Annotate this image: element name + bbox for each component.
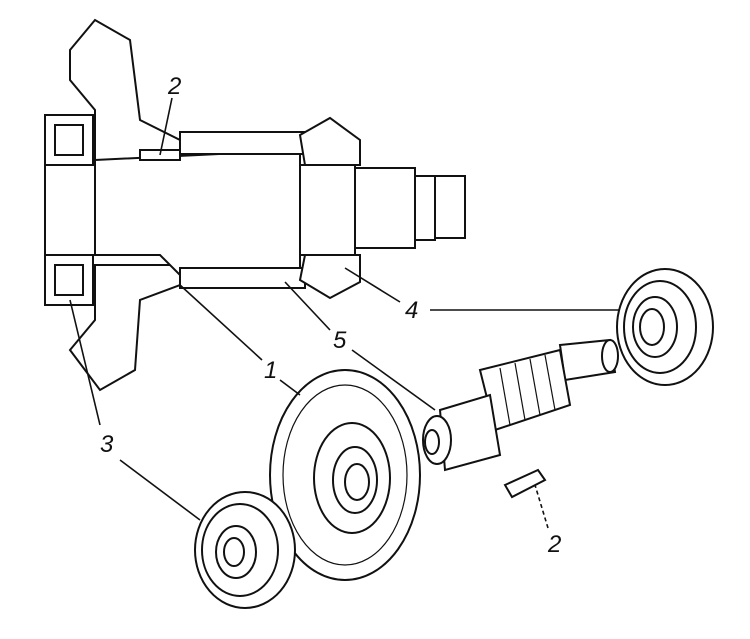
leader-5-lower — [351, 349, 436, 411]
leader-1-upper — [179, 284, 263, 361]
callout-5: 5 — [333, 327, 347, 354]
left-bearing-bottom-roller — [54, 264, 84, 296]
pinion-shaft — [422, 338, 619, 472]
ball-bearing-left — [194, 491, 296, 609]
bevel-gear — [269, 369, 421, 581]
leader-4-left — [344, 267, 401, 303]
shaft-step-2 — [354, 167, 416, 249]
shaft-step-1 — [299, 164, 356, 256]
left-bore — [44, 164, 96, 256]
leader-2-bottom — [534, 484, 549, 529]
leader-1-lower — [279, 379, 301, 396]
leader-5-upper — [284, 281, 331, 331]
shaft-lower-sleeve — [179, 267, 306, 289]
shaft-upper-sleeve — [179, 131, 306, 155]
callout-3: 3 — [100, 431, 114, 458]
shaft-end — [434, 175, 466, 239]
shaft-step-3 — [414, 175, 436, 241]
left-bearing-top-roller — [54, 124, 84, 156]
callout-2-bottom: 2 — [547, 531, 561, 558]
taper-bearing-bottom — [298, 254, 361, 300]
callout-2-top: 2 — [167, 73, 181, 100]
ball-bearing-right — [616, 268, 714, 386]
leader-2-top — [159, 97, 173, 156]
assembled-section — [44, 18, 466, 392]
leader-3-lower — [119, 459, 201, 521]
callout-1: 1 — [264, 357, 277, 384]
key-part — [503, 468, 547, 499]
shaft-body — [94, 148, 301, 276]
callout-4: 4 — [405, 297, 418, 324]
taper-bearing-top — [298, 116, 361, 166]
leader-3-upper — [69, 299, 101, 426]
